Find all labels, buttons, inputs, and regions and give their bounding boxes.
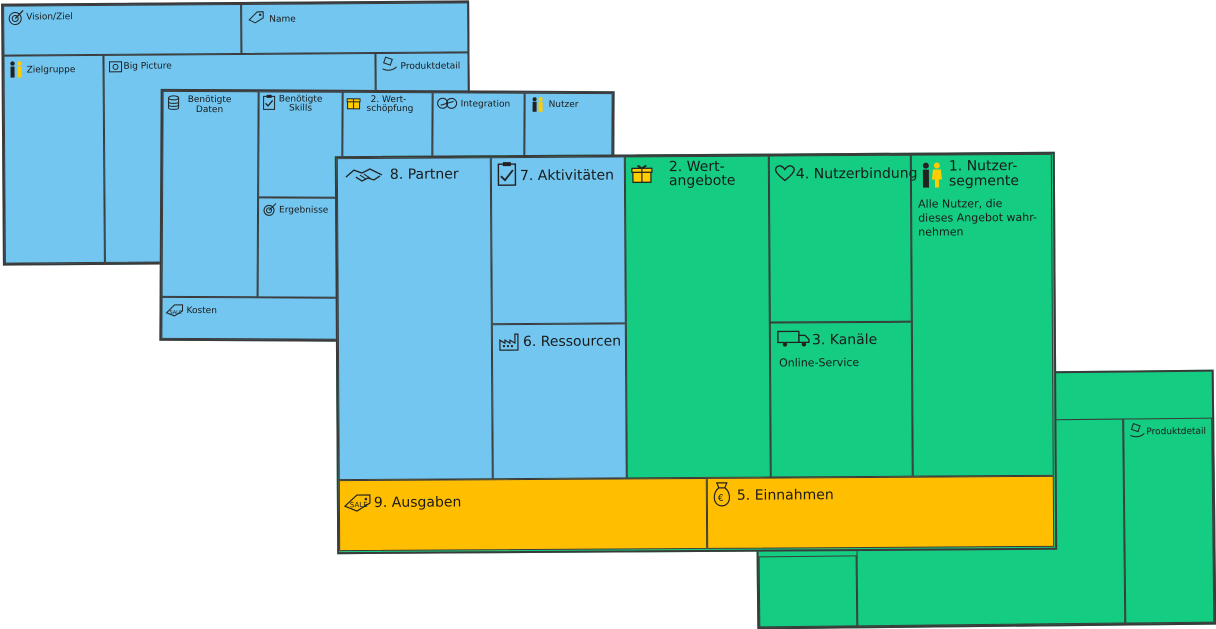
ausgaben-label: 9. Ausgaben [374, 495, 461, 510]
partner-label: 8. Partner [390, 167, 459, 181]
nutzersegmente-cell: 1. Nutzer- segmente Alle Nutzer, die die… [911, 154, 1054, 477]
integration-cell: Integration [432, 92, 524, 158]
target-icon [8, 9, 24, 25]
nutzerbindung-cell: 4. Nutzerbindung [769, 155, 912, 323]
zielgruppe-label: Zielgruppe [27, 65, 76, 75]
money-bag-icon: € [712, 482, 732, 508]
ressourcen-cell: 6. Ressourcen [492, 323, 627, 479]
nutzersegmente-label-1: 1. Nutzer- [949, 159, 1018, 173]
product-hand-icon [1128, 422, 1146, 438]
tag-icon [247, 8, 265, 24]
gift-icon [631, 163, 653, 183]
wertschoepfung-cell: 2. Wert- schöpfung [342, 92, 432, 158]
clipboard-check-icon [497, 161, 517, 187]
einnahmen-cell: € 5. Einnahmen [707, 476, 1054, 549]
benoetigte-skills-label-2: Skills [277, 103, 325, 113]
big-picture-label: Big Picture [124, 61, 172, 71]
clipboard-check-icon [263, 94, 276, 110]
truck-icon [777, 329, 811, 347]
name-cell: Name [241, 2, 469, 54]
green-left-cell [759, 555, 858, 627]
wertschoepfung-label-2: schöpfung [367, 104, 414, 114]
product-hand-icon [380, 56, 398, 72]
handshake-icon [344, 165, 384, 185]
wertangebote-label-2: angebote [669, 174, 736, 188]
kanaele-cell: 3. Kanäle Online-Service [770, 322, 913, 478]
target-icon [263, 202, 277, 216]
aktivitaeten-label: 7. Aktivitäten [520, 168, 614, 183]
integration-label: Integration [461, 99, 511, 109]
heart-icon [774, 164, 796, 182]
benoetigte-daten-label-1: Benötigte [184, 95, 236, 105]
ergebnisse-label: Ergebnisse [279, 205, 328, 215]
people-icon [531, 97, 545, 113]
sale-tag-icon: SALE [344, 492, 372, 512]
nutzerbindung-label: 4. Nutzerbindung [796, 167, 918, 182]
gift-icon [347, 96, 361, 110]
kanaele-text: Online-Service [779, 356, 859, 369]
picture-icon [108, 60, 122, 74]
ressourcen-label: 6. Ressourcen [523, 334, 621, 349]
ausgaben-cell: SALE 9. Ausgaben [339, 478, 707, 551]
nutzersegmente-text-1: Alle Nutzer, die [918, 197, 1002, 211]
wertangebote-cell: 2. Wert- angebote [625, 156, 771, 479]
svg-text:€: € [718, 494, 724, 504]
sale-tag-icon: SALE [165, 303, 183, 317]
database-icon [167, 95, 181, 111]
vision-label: Vision/Ziel [26, 12, 73, 22]
ergebnisse-cell: Ergebnisse [258, 197, 343, 297]
kanaele-label: 3. Kanäle [812, 333, 877, 347]
green-produktdetail-label: Produktdetail [1146, 427, 1206, 438]
einnahmen-label: 5. Einnahmen [737, 488, 834, 503]
nutzersegmente-text-3: nehmen [918, 225, 963, 238]
benoetigte-daten-label-2: Daten [184, 105, 236, 115]
benoetigte-daten-cell: Benötigte Daten [162, 91, 259, 297]
nutzer-cell: Nutzer [524, 93, 612, 159]
svg-text:SALE: SALE [169, 310, 182, 316]
partner-cell: 8. Partner [337, 157, 493, 480]
kosten-label: Kosten [186, 306, 216, 316]
svg-text:SALE: SALE [350, 501, 368, 509]
aktivitaeten-cell: 7. Aktivitäten [491, 156, 626, 324]
link-icon [437, 97, 459, 109]
business-model-canvas: 8. Partner 7. Aktivitäten 6. Ressourcen … [335, 152, 1057, 554]
green-produktdetail-cell: Produktdetail [1123, 418, 1214, 624]
people-icon [920, 161, 944, 189]
nutzersegmente-label-2: segmente [949, 174, 1019, 188]
benoetigte-skills-cell: Benötigte Skills [258, 91, 343, 197]
name-label: Name [269, 15, 296, 25]
produktdetail-label: Produktdetail [401, 61, 461, 71]
zielgruppe-cell: Zielgruppe [3, 55, 104, 264]
nutzersegmente-text-2: dieses Angebot wahr- [918, 211, 1037, 225]
kosten-cell: SALE Kosten [161, 297, 341, 340]
vision-cell: Vision/Ziel [3, 4, 241, 56]
people-icon [8, 60, 24, 78]
factory-icon [499, 331, 521, 351]
nutzer-label: Nutzer [549, 100, 579, 110]
